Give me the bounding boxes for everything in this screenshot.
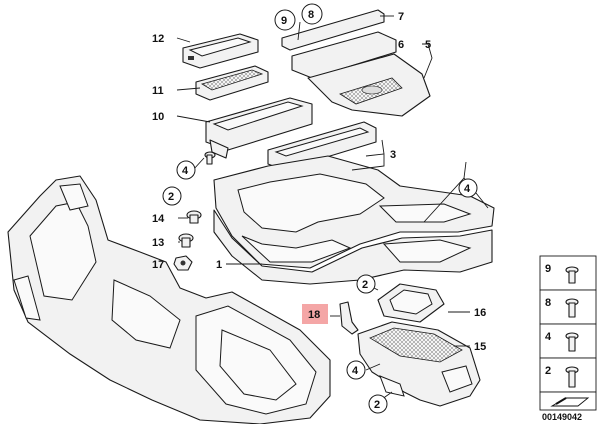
callout-4c-circle <box>346 360 366 380</box>
screw-2-icon <box>565 366 579 388</box>
callout-12: 12 <box>152 33 164 45</box>
callout-4b: 4 <box>464 183 471 195</box>
callout-18: 18 <box>308 309 320 321</box>
legend-cell-4 <box>539 323 597 359</box>
callout-18-highlight <box>302 304 328 324</box>
part-5-insert <box>307 53 431 117</box>
callout-5: 5 <box>425 39 431 51</box>
part-15-rear-bin <box>357 321 481 407</box>
callout-2c-circle <box>368 394 388 414</box>
part-3-bezel <box>267 121 377 171</box>
legend-9: 9 <box>545 263 551 275</box>
callout-labels: 12 11 10 4 2 14 13 17 1 9 8 7 6 5 3 4 2 … <box>152 3 486 414</box>
callout-2b: 2 <box>362 279 368 291</box>
part-10-switch-panel <box>205 97 313 159</box>
callout-17: 17 <box>152 259 164 271</box>
legend-4: 4 <box>545 331 552 343</box>
part-13-clip <box>178 233 194 248</box>
legend-2: 2 <box>545 365 551 377</box>
part-12-tray <box>182 33 259 69</box>
callout-2a-circle <box>162 186 182 206</box>
console-carrier <box>7 175 331 424</box>
callout-4c: 4 <box>352 365 359 377</box>
screw-9-icon <box>565 266 579 284</box>
callout-13: 13 <box>152 237 164 249</box>
screw-4-icon <box>565 332 579 352</box>
legend-cell-9 <box>539 255 597 291</box>
callout-2a: 2 <box>168 191 174 203</box>
callout-6: 6 <box>398 39 404 51</box>
callout-11: 11 <box>152 85 164 97</box>
callout-3: 3 <box>390 149 396 161</box>
arrow-tip-icon <box>555 397 567 405</box>
callout-10: 10 <box>152 111 164 123</box>
callout-2c: 2 <box>374 399 380 411</box>
legend-8: 8 <box>545 297 551 309</box>
fastener-legend: 9 8 4 2 00149042 <box>539 255 597 422</box>
callout-16: 16 <box>474 307 486 319</box>
part-17-nut <box>173 255 193 271</box>
callout-8: 8 <box>308 9 314 21</box>
part-1-trim-frame <box>213 155 495 285</box>
callout-15: 15 <box>474 341 486 353</box>
part-11-grille <box>195 65 269 101</box>
callout-1: 1 <box>216 259 222 271</box>
callout-4b-circle <box>458 178 478 198</box>
callout-7: 7 <box>398 11 404 23</box>
callout-4a-circle <box>176 160 196 180</box>
part-14-clip <box>186 210 202 224</box>
part-4-screw-left <box>204 151 216 165</box>
callout-9: 9 <box>281 15 287 27</box>
part-18-clip <box>339 301 359 335</box>
callout-4a: 4 <box>182 165 189 177</box>
part-16-tray <box>377 283 445 323</box>
part-6-lid <box>291 31 397 79</box>
screw-8-icon <box>565 298 579 318</box>
callout-8-circle <box>301 3 323 25</box>
part-7-strip <box>281 9 385 51</box>
legend-cell-8 <box>539 289 597 325</box>
callout-9-circle <box>274 9 296 31</box>
callout-2b-circle <box>356 274 376 294</box>
diagram-code: 00149042 <box>542 412 582 422</box>
callout-14: 14 <box>152 213 165 225</box>
